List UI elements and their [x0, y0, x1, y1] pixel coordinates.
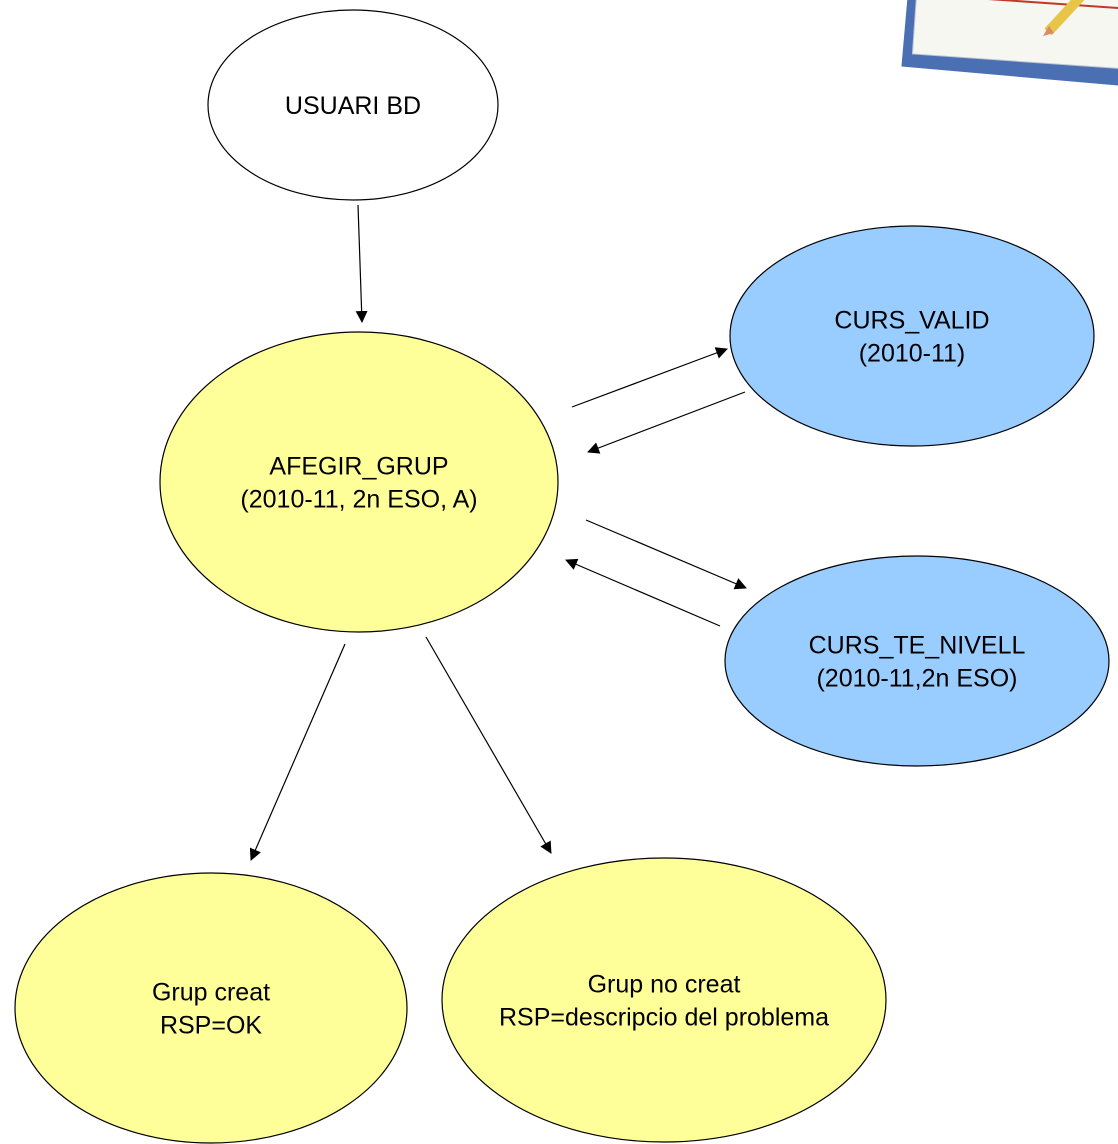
node-curs-valid: CURS_VALID (2010-11) — [729, 225, 1095, 447]
node-label-grup-creat-line-1: RSP=OK — [160, 1012, 262, 1040]
edge-curs-valid-to-afegir-grup — [587, 391, 746, 454]
node-label-curs-valid-line-1: (2010-11) — [859, 340, 966, 368]
node-shape-curs-valid — [729, 225, 1095, 447]
edge-layer — [249, 204, 747, 861]
edge-afegir-grup-to-curs-valid — [571, 347, 728, 408]
node-shape-grup-no-creat — [441, 857, 887, 1143]
node-label-curs-valid-line-0: CURS_VALID — [834, 307, 989, 335]
node-label-usuari-bd-line-0: USUARI BD — [285, 92, 421, 120]
node-label-afegir-grup-line-0: AFEGIR_GRUP — [269, 453, 448, 481]
node-curs-te-nivell: CURS_TE_NIVELL (2010-11,2n ESO) — [724, 555, 1110, 767]
node-layer: USUARI BD AFEGIR_GRUP (2010-11, 2n ESO, A)… — [14, 9, 1110, 1144]
node-label-grup-no-creat-line-0: Grup no creat — [588, 971, 741, 999]
pencil-icon — [1043, 0, 1085, 36]
node-usuari-bd: USUARI BD — [207, 9, 499, 201]
node-afegir-grup: AFEGIR_GRUP (2010-11, 2n ESO, A) — [159, 331, 559, 633]
edge-curs-te-nivell-to-afegir-grup — [565, 558, 721, 627]
node-shape-usuari-bd — [207, 9, 499, 201]
edge-afegir-grup-to-grup-no-creat — [425, 636, 552, 854]
edge-afegir-grup-to-curs-te-nivell — [585, 519, 747, 590]
node-shape-afegir-grup — [159, 331, 559, 633]
node-label-grup-no-creat-line-1: RSP=descripcio del problema — [499, 1004, 829, 1032]
notebook-pencil-icon — [901, 0, 1118, 87]
edge-afegir-grup-to-grup-creat — [249, 643, 346, 861]
node-shape-grup-creat — [14, 872, 408, 1144]
edge-usuari-bd-to-afegir-grup — [355, 204, 368, 323]
node-label-afegir-grup-line-1: (2010-11, 2n ESO, A) — [240, 486, 477, 514]
node-label-curs-te-nivell-line-0: CURS_TE_NIVELL — [809, 632, 1026, 660]
node-label-curs-te-nivell-line-1: (2010-11,2n ESO) — [816, 665, 1017, 693]
node-shape-curs-te-nivell — [724, 555, 1110, 767]
node-label-grup-creat-line-0: Grup creat — [152, 979, 270, 1007]
